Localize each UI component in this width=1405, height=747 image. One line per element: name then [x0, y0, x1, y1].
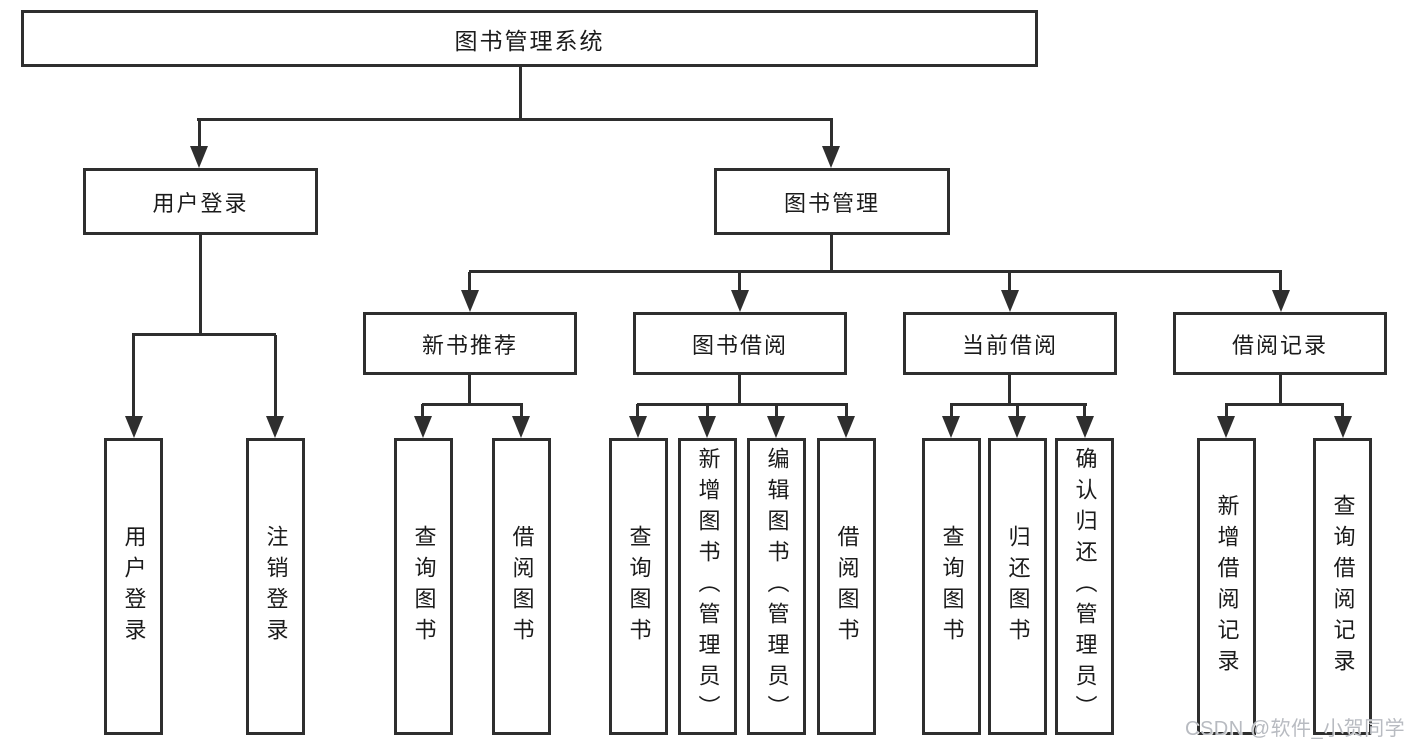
connector-root-hline	[197, 118, 833, 121]
leaf-edit-books-admin: 编辑图书（管理员）	[747, 438, 806, 735]
arrow-down-icon	[461, 290, 479, 312]
leaf-add-books-admin-label: 新增图书（管理员）	[695, 447, 721, 726]
connector-to-current-borrowing-stem	[1008, 272, 1011, 292]
arrow-down-icon	[1334, 416, 1352, 438]
leaf-logout: 注销登录	[246, 438, 305, 735]
leaf-add-borrow-record-label: 新增借阅记录	[1214, 493, 1240, 680]
connector-root-stem	[519, 67, 522, 120]
connector-leaf-stem	[1341, 404, 1344, 418]
node-new-book-recommend: 新书推荐	[363, 312, 577, 375]
leaf-query-borrow-record-label: 查询借阅记录	[1330, 493, 1356, 680]
arrow-down-icon	[266, 416, 284, 438]
connector-leaf-stem	[520, 404, 523, 418]
leaf-borrow-books-newbooks: 借阅图书	[492, 438, 551, 735]
leaf-edit-books-admin-label: 编辑图书（管理员）	[764, 447, 790, 726]
connector-to-book-borrowing-stem	[738, 272, 741, 292]
leaf-borrow-books-newbooks-label: 借阅图书	[509, 524, 535, 649]
connector-new-books-hline	[422, 403, 523, 406]
leaf-query-books-newbooks-label: 查询图书	[411, 524, 437, 649]
leaf-return-books: 归还图书	[988, 438, 1047, 735]
arrow-down-icon	[1001, 290, 1019, 312]
connector-leaf-stem	[706, 404, 709, 418]
arrow-down-icon	[698, 416, 716, 438]
connector-book-mgmt-stem	[830, 235, 833, 273]
connector-leaf-stem	[950, 404, 953, 418]
node-user-login: 用户登录	[83, 168, 318, 235]
node-book-borrowing: 图书借阅	[633, 312, 847, 375]
connector-leaf-stem	[1083, 404, 1086, 418]
connector-book-borrowing-hline	[637, 403, 848, 406]
node-root-label: 图书管理系统	[454, 27, 605, 54]
arrow-down-icon	[190, 146, 208, 168]
node-new-book-recommend-label: 新书推荐	[421, 332, 518, 358]
leaf-add-borrow-record: 新增借阅记录	[1197, 438, 1256, 735]
leaf-user-login-label: 用户登录	[121, 524, 147, 649]
arrow-down-icon	[837, 416, 855, 438]
leaf-confirm-return-admin: 确认归还（管理员）	[1055, 438, 1114, 735]
leaf-borrow-books-borrowing: 借阅图书	[817, 438, 876, 735]
connector-user-login-hline	[132, 333, 276, 336]
node-book-management-label: 图书管理	[783, 190, 880, 216]
arrow-down-icon	[512, 416, 530, 438]
connector-user-login-stem	[199, 235, 202, 336]
node-user-login-label: 用户登录	[152, 190, 249, 216]
arrow-down-icon	[1217, 416, 1235, 438]
leaf-user-login: 用户登录	[104, 438, 163, 735]
connector-to-leaf-logout	[274, 335, 277, 418]
connector-to-book-mgmt-stem	[830, 120, 833, 148]
connector-to-user-login-stem	[198, 120, 201, 148]
arrow-down-icon	[822, 146, 840, 168]
node-book-borrowing-label: 图书借阅	[691, 332, 788, 358]
connector-borrow-records-hline	[1225, 403, 1344, 406]
node-book-management: 图书管理	[714, 168, 950, 235]
connector-leaf-stem	[845, 404, 848, 418]
arrow-down-icon	[1076, 416, 1094, 438]
arrow-down-icon	[731, 290, 749, 312]
node-current-borrowing: 当前借阅	[903, 312, 1117, 375]
leaf-query-books-borrowing-label: 查询图书	[626, 524, 652, 649]
connector-new-books-stem	[468, 375, 471, 406]
arrow-down-icon	[414, 416, 432, 438]
connector-to-leaf-user-login	[132, 335, 135, 418]
node-root: 图书管理系统	[21, 10, 1038, 67]
arrow-down-icon	[942, 416, 960, 438]
leaf-query-borrow-record: 查询借阅记录	[1313, 438, 1372, 735]
node-current-borrowing-label: 当前借阅	[961, 332, 1058, 358]
leaf-add-books-admin: 新增图书（管理员）	[678, 438, 737, 735]
csdn-watermark: CSDN @软件_小贺同学	[1185, 718, 1405, 740]
leaf-query-books-current-label: 查询图书	[939, 524, 965, 649]
connector-leaf-stem	[1225, 404, 1228, 418]
leaf-confirm-return-admin-label: 确认归还（管理员）	[1072, 447, 1098, 726]
leaf-borrow-books-borrowing-label: 借阅图书	[834, 524, 860, 649]
arrow-down-icon	[1008, 416, 1026, 438]
connector-current-borrowing-stem	[1008, 375, 1011, 406]
leaf-logout-label: 注销登录	[263, 524, 289, 649]
leaf-query-books-current: 查询图书	[922, 438, 981, 735]
node-borrow-records-label: 借阅记录	[1231, 332, 1328, 358]
leaf-query-books-borrowing: 查询图书	[609, 438, 668, 735]
connector-book-mgmt-hline	[469, 270, 1282, 273]
connector-to-borrow-records-stem	[1279, 272, 1282, 292]
connector-leaf-stem	[775, 404, 778, 418]
arrow-down-icon	[125, 416, 143, 438]
arrow-down-icon	[1272, 290, 1290, 312]
arrow-down-icon	[629, 416, 647, 438]
connector-leaf-stem	[636, 404, 639, 418]
arrow-down-icon	[767, 416, 785, 438]
leaf-return-books-label: 归还图书	[1005, 524, 1031, 649]
node-borrow-records: 借阅记录	[1173, 312, 1387, 375]
connector-leaf-stem	[421, 404, 424, 418]
connector-leaf-stem	[1016, 404, 1019, 418]
connector-to-new-books-stem	[468, 272, 471, 292]
connector-book-borrowing-stem	[738, 375, 741, 406]
leaf-query-books-newbooks: 查询图书	[394, 438, 453, 735]
connector-borrow-records-stem	[1279, 375, 1282, 406]
